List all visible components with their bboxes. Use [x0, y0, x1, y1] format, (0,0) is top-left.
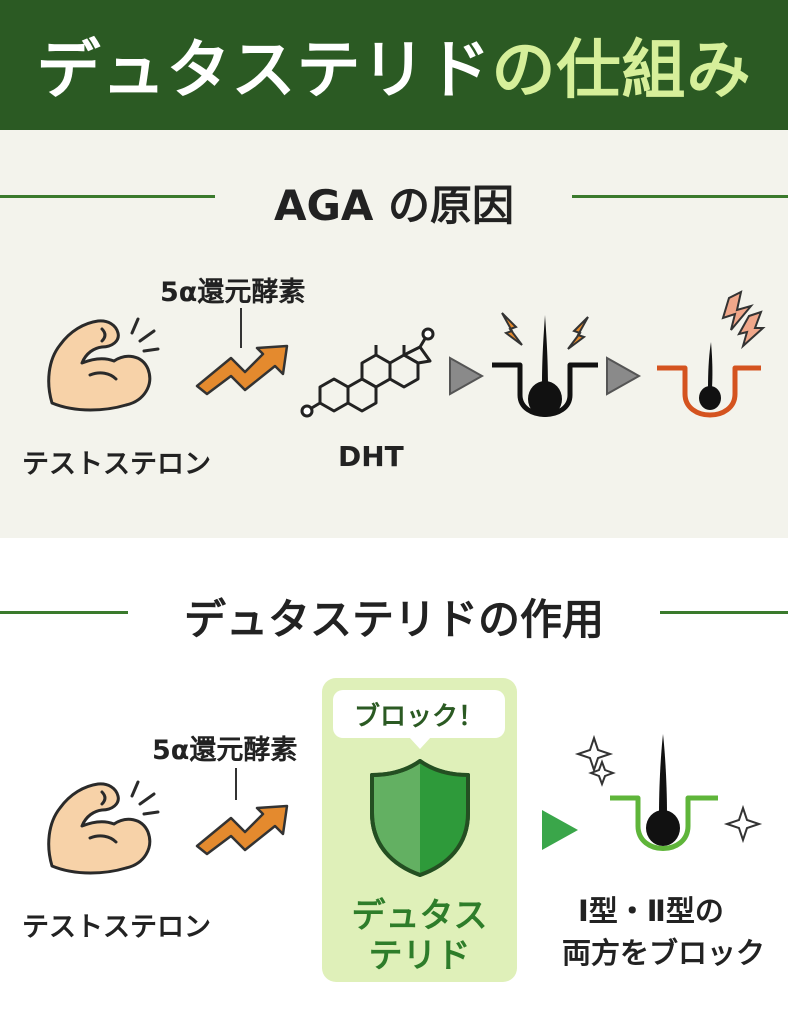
- green-triangle-arrow-icon: [542, 810, 578, 850]
- grey-triangle-arrow-icon: [449, 356, 485, 396]
- arm-muscle-icon: [47, 317, 160, 412]
- grey-triangle-arrow-icon: [606, 356, 642, 396]
- testosterone-label: テストステロン: [22, 449, 211, 480]
- block-callout-tail: [409, 737, 431, 749]
- testosterone-label: テストステロン: [22, 912, 211, 943]
- page-title-main: デュタステリド: [36, 34, 492, 108]
- hair-follicle-damaged-icon: [657, 290, 766, 418]
- page-title-accent: の仕組み: [491, 34, 752, 108]
- section-divider-left: [0, 195, 215, 198]
- block-callout: ブロック！: [333, 690, 505, 738]
- drug-label-line1: デュタス: [351, 896, 488, 936]
- dutasteride-action-title: デュタステリドの作用: [183, 595, 604, 644]
- result-line2: 両方をブロック: [562, 936, 766, 970]
- zigzag-arrow-icon: [195, 344, 289, 396]
- shield-icon: [370, 759, 470, 877]
- enzyme-label: 5α還元酵素: [160, 277, 306, 308]
- section-divider-left: [0, 611, 128, 614]
- section-divider-right: [660, 611, 788, 614]
- zigzag-arrow-icon: [195, 804, 289, 856]
- hair-follicle-healthy-icon: [574, 734, 763, 851]
- drug-label-line2: テリド: [368, 936, 471, 976]
- aga-cause-title: AGA の原因: [273, 181, 515, 230]
- result-line1: Ⅰ型・Ⅱ型の: [578, 894, 724, 928]
- arm-muscle-icon: [47, 780, 160, 875]
- enzyme-label: 5α還元酵素: [152, 735, 298, 766]
- section-divider-right: [572, 195, 788, 198]
- dht-molecule-icon: [300, 327, 435, 418]
- header-banner: デュタステリドの仕組み: [0, 0, 788, 130]
- hair-follicle-attacked-icon: [492, 312, 598, 417]
- page-title: デュタステリドの仕組み: [37, 19, 752, 111]
- dht-label: DHT: [338, 440, 404, 473]
